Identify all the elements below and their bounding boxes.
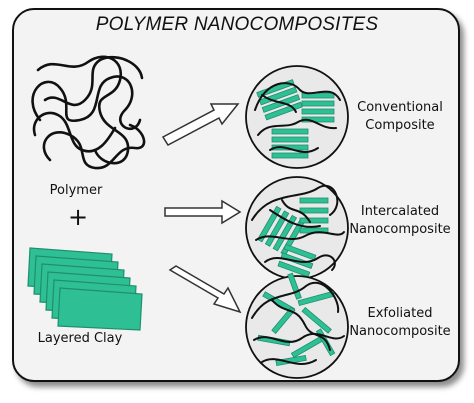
arrow-to-exfoliated-icon bbox=[168, 265, 242, 314]
conventional-composite-label-line1: Conventional bbox=[357, 100, 443, 115]
intercalated-nanocomposite-label-line2: Nanocomposite bbox=[349, 222, 451, 237]
conventional-composite-label: Conventional Composite bbox=[348, 99, 452, 135]
intercalated-nanocomposite-circle bbox=[245, 176, 349, 280]
layered-clay-label: Layered Clay bbox=[37, 331, 123, 346]
exfoliated-nanocomposite-label: Exfoliated Nanocomposite bbox=[344, 305, 456, 341]
polymer-tangle-icon bbox=[31, 55, 146, 170]
exfoliated-nanocomposite-label-line1: Exfoliated bbox=[367, 306, 433, 321]
polymer-label: Polymer bbox=[49, 183, 103, 198]
intercalated-nanocomposite-label: Intercalated Nanocomposite bbox=[344, 203, 456, 239]
arrow-to-intercalated-icon bbox=[164, 199, 242, 225]
plus-sign: + bbox=[68, 203, 89, 231]
exfoliated-nanocomposite-label-line2: Nanocomposite bbox=[349, 324, 451, 339]
intercalated-nanocomposite-label-line1: Intercalated bbox=[360, 204, 440, 219]
arrow-to-conventional-icon bbox=[161, 103, 240, 146]
conventional-composite-label-line2: Composite bbox=[365, 118, 435, 133]
conventional-composite-circle bbox=[245, 65, 349, 169]
diagram-title: POLYMER NANOCOMPOSITES bbox=[95, 14, 379, 35]
exfoliated-nanocomposite-circle bbox=[245, 272, 349, 379]
layered-clay-stack-icon bbox=[27, 247, 143, 331]
